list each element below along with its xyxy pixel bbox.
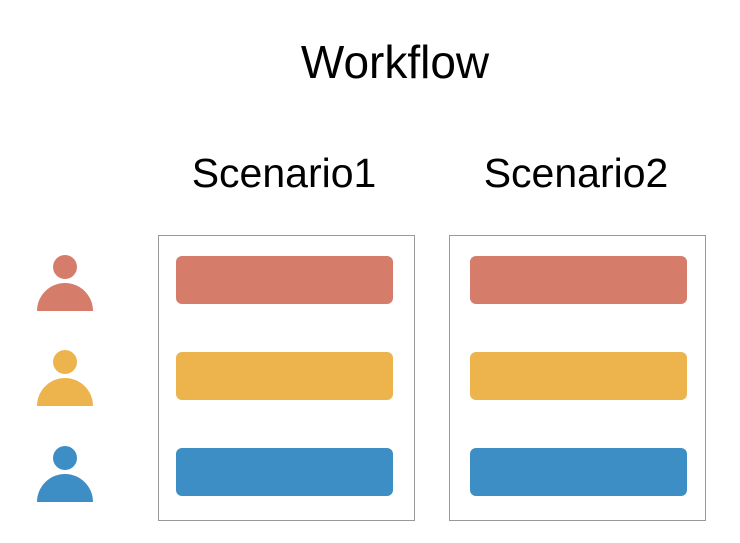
scenario1-bar-blue: [176, 448, 393, 496]
person-head-shape: [53, 255, 77, 279]
column-label-scenario2: Scenario2: [483, 150, 669, 196]
diagram-title: Workflow: [300, 36, 490, 88]
scenario1-bar-red: [176, 256, 393, 304]
scenario2-bar-yellow: [470, 352, 687, 400]
person-icon-red: [37, 255, 93, 311]
person-icon-yellow: [37, 350, 93, 406]
person-icon-blue: [37, 446, 93, 502]
person-body-shape: [37, 474, 93, 502]
person-body-shape: [37, 283, 93, 311]
person-head-shape: [53, 446, 77, 470]
column-label-scenario1: Scenario1: [191, 150, 377, 196]
scenario1-box: [158, 235, 415, 521]
person-body-shape: [37, 378, 93, 406]
scenario2-box: [449, 235, 706, 521]
scenario1-bar-yellow: [176, 352, 393, 400]
scenario2-bar-blue: [470, 448, 687, 496]
person-head-shape: [53, 350, 77, 374]
scenario2-bar-red: [470, 256, 687, 304]
